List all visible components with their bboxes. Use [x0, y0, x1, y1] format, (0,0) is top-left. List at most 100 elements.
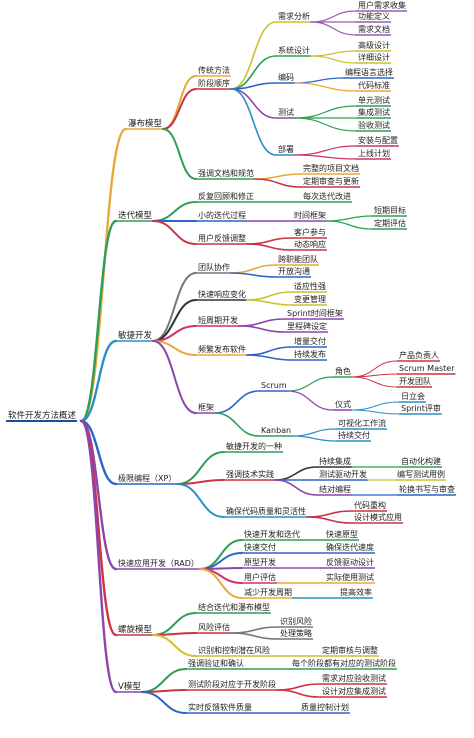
node-label-6-0: 强调验证和确认: [188, 658, 244, 668]
node-label-1-2-1: 动态响应: [294, 239, 326, 249]
node-label-0-1-0-0: 用户需求收集: [358, 0, 406, 10]
node-label-1: 迭代模型: [118, 210, 153, 221]
node-label-0-1-0-1: 功能定义: [358, 11, 390, 21]
edge-0-1-0: [230, 21, 277, 90]
node-label-0-2: 强调文档和规范: [198, 168, 254, 178]
edge-3-1-0: [274, 466, 318, 481]
node-label-2-0-1: 开放沟通: [278, 266, 310, 276]
edge-3: [79, 419, 118, 486]
node-label-0: 瀑布模型: [128, 118, 163, 129]
node-label-1-1-0-1: 定期评估: [374, 218, 406, 228]
node-label-4-0: 快速开发和迭代: [244, 529, 300, 539]
edge-3-1-2: [274, 479, 318, 496]
node-label-2-1-1: 变更管理: [294, 294, 326, 304]
node-label-2-4-1: Kanban: [261, 426, 291, 435]
node-label-2-4-0-1: 仪式: [335, 399, 351, 409]
node-label-0-1-1-0: 高级设计: [358, 40, 390, 50]
node-label-2-3: 频繁发布软件: [198, 344, 246, 354]
node-label-2-4-0-1-0: 日立会: [401, 391, 425, 401]
node-label-4-2-0: 反馈驱动设计: [326, 557, 374, 567]
node-label-4-2: 原型开发: [244, 557, 276, 567]
node-label-5: 螺旋模型: [118, 624, 153, 635]
node-label-2-4-0-0-2: 开发团队: [399, 376, 431, 386]
node-label-2-2-0: Sprint时间框架: [287, 308, 343, 318]
node-label-1-1-0: 时间框架: [294, 210, 326, 220]
node-label-5-2-0: 定期审核与调整: [322, 645, 378, 655]
edge-0-1-3: [230, 88, 277, 119]
root-topic-label: 软件开发方法概述: [8, 410, 77, 421]
labels-layer: 软件开发方法概述瀑布模型传统方法阶段顺序需求分析用户需求收集功能定义需求文档系统…: [8, 0, 455, 712]
node-label-2-4-0-0-0: 产品负责人: [399, 350, 439, 360]
node-label-2-1-0: 适应性强: [294, 281, 326, 291]
edge-1-1-0-1: [326, 220, 373, 230]
node-label-0-1-0-2: 需求文档: [358, 24, 390, 34]
node-label-1-2-0: 客户参与: [294, 227, 326, 237]
edge-2-1-1: [246, 299, 293, 306]
edge-2-0-1: [230, 272, 277, 278]
node-label-4-4: 减少开发周期: [244, 587, 292, 597]
edge-2-4-0-1-1: [351, 409, 400, 415]
node-label-2-0: 团队协作: [198, 262, 230, 272]
edge-6-0: [140, 668, 187, 693]
node-label-0-1-1-1: 详细设计: [358, 52, 390, 62]
node-label-4-3-0: 实际使用测试: [326, 572, 374, 582]
node-label-4-1-0: 确保迭代速度: [326, 542, 374, 552]
node-label-0-1: 阶段顺序: [198, 78, 230, 88]
node-label-0-1-3-1: 集成测试: [358, 107, 390, 117]
node-label-0-1-0: 需求分析: [278, 11, 310, 21]
node-label-3-2-1: 设计模式应用: [354, 512, 402, 522]
edge-0-1-2-1: [294, 82, 357, 92]
edge-2-4-0-0-1: [351, 373, 398, 378]
edge-3-2-0: [306, 510, 353, 518]
edge-2-3-0: [246, 346, 293, 356]
edge-1: [79, 219, 118, 423]
node-label-2-2-1: 里程碑设定: [287, 321, 327, 331]
edge-2-4: [152, 340, 197, 414]
edge-2-0-0: [230, 264, 277, 274]
edge-0-1-4-1: [294, 154, 357, 160]
node-label-6-2-0: 质量控制计划: [301, 702, 349, 712]
node-label-3-1-0-0: 自动化构建: [401, 456, 441, 466]
node-label-4: 快速应用开发（RAD）: [118, 558, 199, 568]
node-label-1-2: 用户反馈调整: [198, 233, 246, 243]
edge-4-3: [198, 568, 243, 584]
node-label-0-1-1: 系统设计: [278, 45, 310, 55]
node-label-0-1-3-0: 单元测试: [358, 95, 390, 105]
edge-1-2-0: [246, 237, 293, 245]
edge-6: [79, 419, 118, 694]
node-label-2-0-0: 跨职能团队: [278, 254, 318, 264]
edge-3-2-1: [306, 516, 353, 524]
node-label-1-1: 小的迭代过程: [198, 210, 246, 220]
node-label-0-1-4-1: 上线计划: [358, 148, 390, 158]
node-label-2-4-0: Scrum: [261, 381, 287, 390]
edge-0-2-0: [254, 173, 302, 180]
node-label-6-2: 实时反馈软件质量: [188, 702, 252, 712]
edge-2-4-0-1: [287, 390, 334, 411]
node-label-3-1: 强调技术实践: [226, 469, 274, 479]
edge-0-2-1: [254, 178, 302, 188]
node-label-3-2: 确保代码质量和灵活性: [226, 506, 306, 516]
edge-5-1-0: [230, 626, 279, 634]
node-label-5-1: 风险评估: [198, 622, 230, 632]
edge-2-4-0-0-2: [351, 376, 398, 388]
edge-2-4-0: [214, 390, 260, 414]
edge-2-4-0-0: [287, 376, 334, 392]
edge-6-1-0: [276, 683, 321, 691]
node-label-5-1-0: 识别风险: [280, 616, 312, 626]
node-label-2-4: 框架: [198, 402, 214, 412]
node-label-0-1-3-2: 验收测试: [358, 120, 390, 130]
edge-0-1-1-0: [310, 50, 357, 57]
node-label-4-4-0: 提高效率: [340, 587, 372, 597]
node-label-2-3-1: 持续发布: [294, 349, 326, 359]
node-label-2-2: 短周期开发: [198, 315, 238, 325]
edge-3-2: [176, 483, 225, 518]
edge-2-1-0: [246, 291, 293, 301]
node-label-6-1-0: 需求对应验收测试: [322, 673, 386, 683]
edge-1-2: [152, 220, 197, 245]
edges-layer: [6, 10, 456, 714]
node-label-0-1-2-0: 编程语言选择: [345, 67, 393, 77]
edge-0-1-3-2: [294, 117, 357, 132]
node-label-5-0: 结合迭代和瀑布模型: [198, 602, 270, 612]
node-label-2-3-0: 增量交付: [294, 336, 326, 346]
